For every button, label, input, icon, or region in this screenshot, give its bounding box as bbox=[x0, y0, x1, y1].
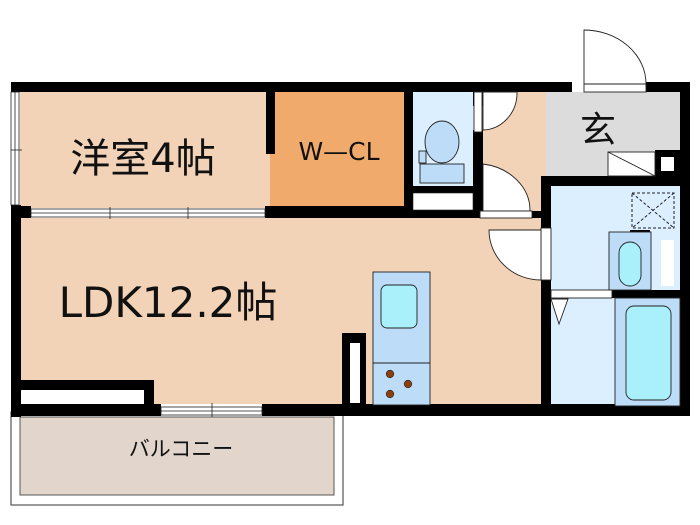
cabinet-slot bbox=[661, 157, 674, 171]
washroom-side-shelf bbox=[661, 240, 674, 286]
toilet-icon bbox=[418, 120, 465, 184]
ldk-floor bbox=[20, 218, 545, 404]
window-ldk-south bbox=[160, 403, 263, 417]
fridge-niche bbox=[350, 343, 360, 403]
room-label-western: 洋室4帖 bbox=[70, 136, 215, 182]
washroom-door[interactable] bbox=[488, 227, 552, 281]
shoe-box bbox=[607, 151, 656, 177]
window-west bbox=[10, 91, 22, 206]
toilet-door[interactable] bbox=[473, 91, 518, 133]
room-label-wcl: W—CL bbox=[298, 137, 379, 166]
storage-niche-bottom-left bbox=[21, 390, 144, 404]
room-label-ldk: LDK12.2帖 bbox=[59, 278, 278, 327]
toilet-shelf bbox=[412, 192, 474, 211]
room-label-entrance: 玄 bbox=[580, 110, 616, 151]
sink-icon bbox=[380, 284, 418, 329]
hall-door[interactable] bbox=[479, 163, 533, 219]
stove-icon bbox=[385, 369, 413, 399]
washer-space-icon bbox=[631, 192, 675, 229]
entrance-door[interactable] bbox=[583, 29, 647, 93]
balcony-floor bbox=[19, 416, 335, 496]
room-label-balcony: バルコニー bbox=[129, 437, 234, 461]
western-room-floor bbox=[20, 92, 270, 208]
walk-in-closet-floor bbox=[270, 92, 404, 208]
bathroom-door[interactable] bbox=[550, 289, 613, 326]
window-western-room bbox=[30, 207, 266, 219]
washbasin-icon bbox=[608, 231, 652, 291]
bathtub-icon bbox=[614, 297, 681, 407]
